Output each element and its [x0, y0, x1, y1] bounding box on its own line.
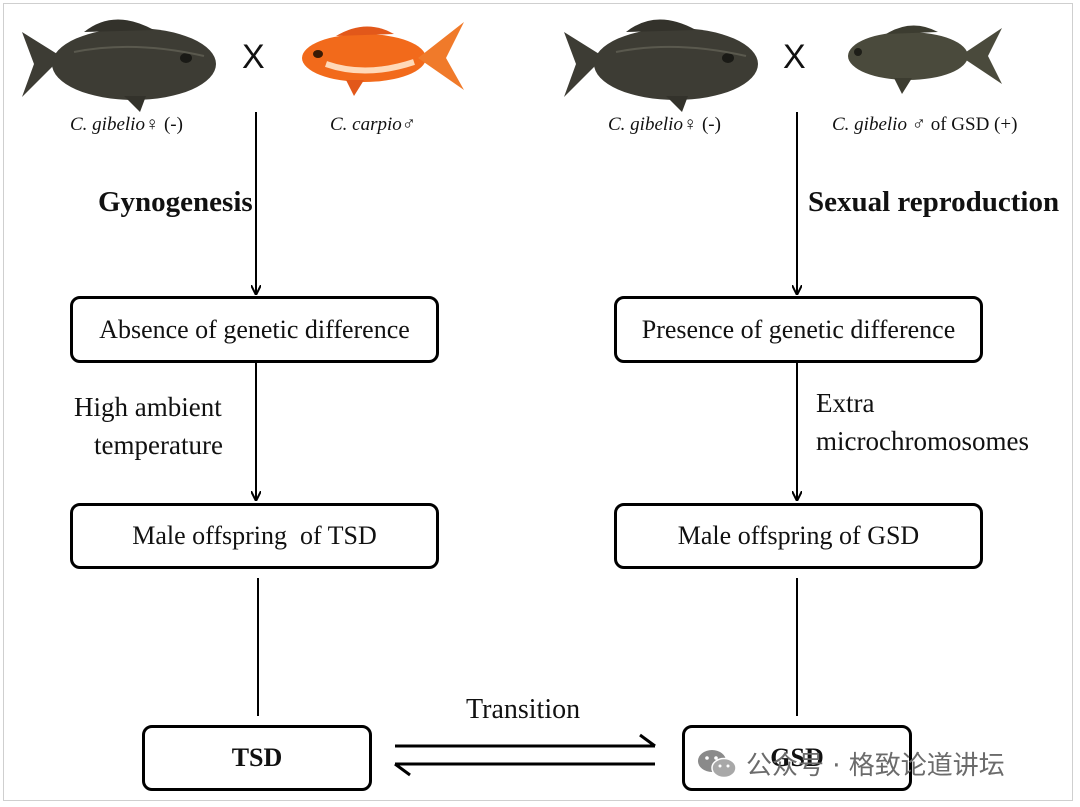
- carp-male-gsd-image: [848, 25, 1002, 94]
- arrow-tsd-to-gsd: [395, 733, 656, 748]
- factor-right-line2: microchromosomes: [816, 426, 1029, 456]
- cross-symbol-right: X: [783, 38, 806, 76]
- label-right-male: C. gibelio ♂ of GSD (+): [832, 114, 1018, 135]
- box-presence-genetic-difference: Presence of genetic difference: [614, 296, 983, 363]
- factor-left-line2: temperature: [94, 430, 223, 460]
- carp-female-right-image: [564, 19, 758, 112]
- process-sexual-reproduction: Sexual reproduction: [808, 186, 1060, 218]
- label-left-male: C. carpio♂: [330, 114, 417, 135]
- arrow-gsd-to-tsd: [394, 762, 655, 777]
- box-outcome-tsd: TSD: [142, 725, 372, 791]
- box-outcome-gsd-text: GSD: [770, 743, 824, 772]
- goldfish-male-image: [302, 22, 464, 96]
- cross-symbol-left: X: [242, 38, 265, 76]
- process-gynogenesis: Gynogenesis: [98, 186, 253, 218]
- carp-female-left-image: [22, 19, 216, 112]
- box-outcome-tsd-text: TSD: [231, 743, 283, 772]
- box-male-offspring-gsd: Male offspring of GSD: [614, 503, 983, 569]
- box-presence-genetic-difference-text: Presence of genetic difference: [641, 314, 956, 344]
- watermark-text: 公众号 · 格致论道讲坛: [746, 751, 1005, 781]
- image-frame: [3, 3, 1073, 801]
- box-absence-genetic-difference: Absence of genetic difference: [70, 296, 439, 363]
- factor-right-line1: Extra: [816, 388, 875, 418]
- box-absence-genetic-difference-text: Absence of genetic difference: [99, 314, 410, 344]
- box-male-offspring-tsd: Male offspring of TSD: [70, 503, 439, 569]
- box-male-offspring-tsd-text: Male offspring of TSD: [132, 521, 377, 550]
- transition-label: Transition: [466, 694, 581, 725]
- watermark: 公众号 · 格致论道讲坛: [696, 745, 1005, 782]
- wechat-icon: [698, 749, 737, 778]
- factor-left-line1: High ambient: [74, 392, 222, 422]
- label-right-female: C. gibelio♀ (-): [608, 114, 721, 135]
- label-left-female: C. gibelio♀ (-): [70, 114, 183, 135]
- box-male-offspring-gsd-text: Male offspring of GSD: [677, 521, 920, 550]
